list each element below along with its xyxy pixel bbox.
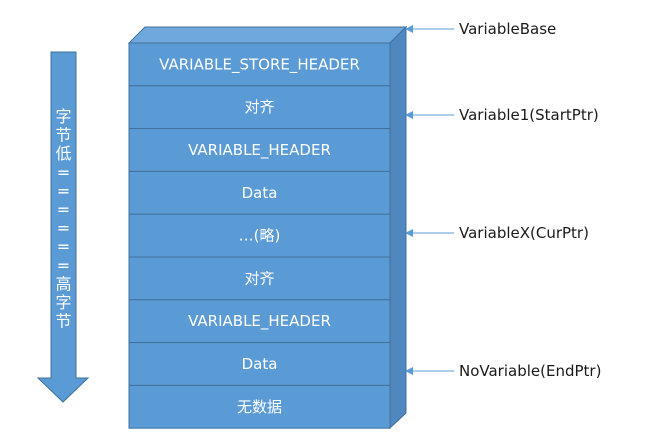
stack-cell-label: Data [242,184,278,202]
direction-arrow: 字节低======高字节 [36,51,90,403]
stack-cell-label: 无数据 [237,398,282,416]
direction-char: 节 [55,312,71,331]
direction-char: = [57,256,70,275]
direction-char: 字 [55,107,71,126]
stack-cell-label: VARIABLE_HEADER [188,141,331,160]
stack-top-face [127,26,408,44]
direction-arrow-text: 字节低======高字节 [55,107,71,331]
stack-cell: VARIABLE_STORE_HEADER [128,42,391,87]
stack-cell: 对齐 [128,85,391,130]
stack-cell-box [128,256,391,301]
stack-cell: VARIABLE_HEADER [128,128,391,172]
stack-cell: Data [128,170,391,215]
direction-char: = [57,219,70,238]
direction-char: = [57,237,70,256]
stack-cell: 无数据 [128,384,391,429]
direction-char: 节 [55,126,71,145]
memory-stack: VARIABLE_STORE_HEADER 对齐 VARIABLE_HEADER Da… [127,25,408,430]
stack-cell-label: Data [242,355,278,373]
stack-cell-box [128,170,391,215]
stack-cell: …(略) [128,213,391,258]
stack-cell-box [128,42,391,87]
pointer-label: NoVariable(EndPtr) [459,362,601,380]
pointer: VariableBase [405,20,556,38]
stack-cell-label: VARIABLE_HEADER [188,312,331,331]
stack-cell: VARIABLE_HEADER [128,299,391,344]
stack-side-face [389,25,407,430]
stack-cell-box [128,85,391,130]
pointer-label: VariableBase [459,20,556,38]
stack-cell-box [128,384,391,429]
stack-cell-label: 对齐 [244,98,274,116]
direction-char: = [57,200,70,219]
stack-cell: 对齐 [128,256,391,301]
stack-cell-label: …(略) [239,227,281,245]
stack-cell-box [128,213,391,258]
direction-char: 高 [55,274,71,293]
stack-cell-label: VARIABLE_STORE_HEADER [159,55,360,74]
stack-cells: VARIABLE_STORE_HEADER 对齐 VARIABLE_HEADER Da… [128,42,391,429]
stack-cell-label: 对齐 [244,269,274,287]
pointer-label: Variable1(StartPtr) [459,106,599,124]
stack-cell-box [128,128,391,172]
pointer-label: VariableX(CurPtr) [459,224,589,242]
stack-cell-box [128,299,391,344]
stack-cell: Data [128,342,391,386]
direction-char: = [57,163,70,182]
pointer: Variable1(StartPtr) [405,106,599,124]
direction-char: 字 [55,293,71,312]
direction-char: 低 [55,144,71,163]
pointer: NoVariable(EndPtr) [405,362,601,380]
pointer: VariableX(CurPtr) [405,224,589,242]
direction-arrow-shape [36,51,90,403]
direction-char: = [57,181,70,200]
